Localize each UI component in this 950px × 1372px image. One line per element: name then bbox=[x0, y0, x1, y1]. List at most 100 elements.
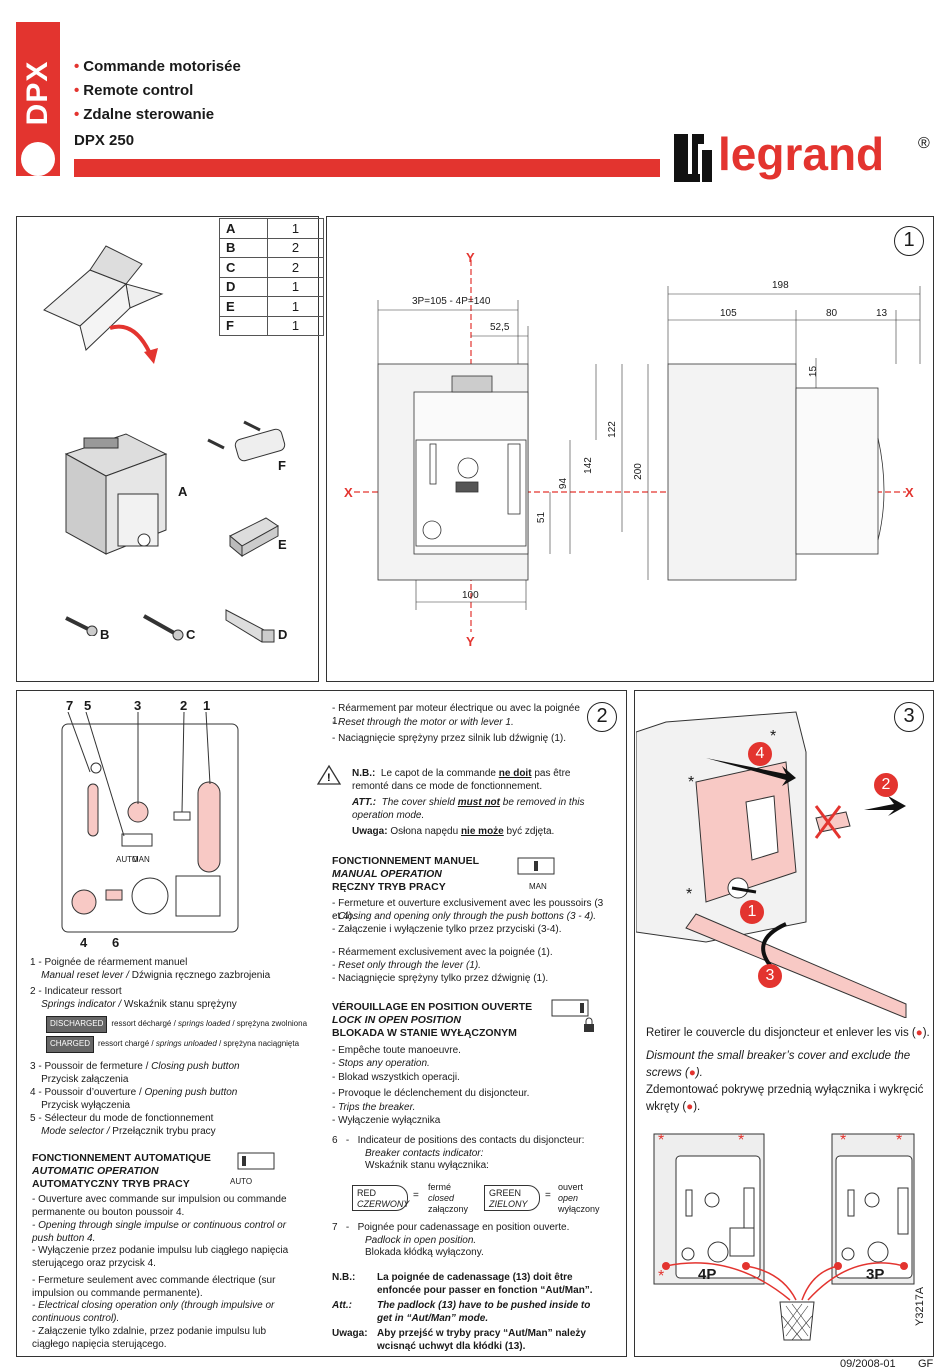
label-f: F bbox=[278, 458, 286, 473]
item-6: 6 - Indicateur de positions des contacts… bbox=[332, 1135, 585, 1171]
legend-4: 4 - Poussoir d’ouverture / Opening push … bbox=[30, 1087, 238, 1111]
title-pl: •Zdalne sterowanie bbox=[74, 106, 215, 123]
dim-3p4p: 3P=105 - 4P=140 bbox=[412, 296, 491, 307]
motor-unit-a bbox=[64, 433, 168, 555]
eq-1: = bbox=[413, 1190, 419, 1201]
svg-text:®: ® bbox=[918, 135, 930, 152]
dim-100: 100 bbox=[462, 590, 479, 601]
cover-removal-illustration bbox=[636, 711, 907, 1018]
manual-icon-label: MAN bbox=[529, 882, 547, 891]
dimensions-drawing bbox=[354, 260, 921, 632]
screw-c bbox=[143, 614, 184, 641]
lock-item-5: - Trips the breaker. bbox=[332, 1102, 416, 1113]
instr-fr: Retirer le couvercle du disjoncteur et e… bbox=[646, 1027, 930, 1039]
star-3p-tr: * bbox=[896, 1132, 903, 1149]
step-1-badge: 1 bbox=[740, 900, 764, 924]
title-en: •Remote control bbox=[74, 82, 194, 99]
auto-icon-label: AUTO bbox=[230, 1177, 253, 1186]
dim-51: 51 bbox=[536, 511, 548, 524]
diagram-num-1: 1 bbox=[203, 698, 211, 713]
auto-item-5: - Electrical closing operation only (thr… bbox=[32, 1300, 275, 1324]
manual-item-6: - Naciągnięcie sprężyny tylko przez dźwi… bbox=[332, 973, 549, 984]
label-a: A bbox=[178, 484, 188, 499]
footer-ref: Y3217A bbox=[914, 1286, 926, 1326]
mode-man-label: MAN bbox=[132, 855, 150, 864]
dim-15: 15 bbox=[808, 365, 820, 378]
legend-3: 3 - Poussoir de fermeture / Closing push… bbox=[30, 1061, 240, 1085]
part-f-illustration bbox=[207, 420, 286, 462]
section-3-number: 3 bbox=[894, 702, 924, 732]
label-e: E bbox=[278, 537, 287, 552]
manual-item-3: - Załączenie i wyłączenie tylko przez pr… bbox=[332, 924, 562, 935]
brand-tab-circle bbox=[21, 142, 55, 176]
dim-13: 13 bbox=[876, 308, 888, 319]
screw-b bbox=[65, 616, 98, 636]
legrand-logo: legrand ® bbox=[674, 128, 930, 182]
section-1-number: 1 bbox=[894, 226, 924, 256]
svg-text:legrand: legrand bbox=[718, 128, 884, 180]
manual-switch-icon bbox=[517, 857, 555, 875]
padlock-handle-d bbox=[225, 609, 275, 643]
star-4p-bl: * bbox=[658, 1268, 665, 1285]
diagram-num-5: 5 bbox=[84, 698, 92, 713]
manual-item-1: - Fermeture et ouverture exclusivement a… bbox=[332, 898, 604, 922]
label-b: B bbox=[100, 627, 110, 642]
dim-122: 122 bbox=[606, 421, 618, 438]
instr-en: Dismount the small breaker’s cover and e… bbox=[646, 1050, 911, 1079]
nb-fr: N.B.: Le capot de la commande ne doit pa… bbox=[352, 768, 571, 792]
auto-item-1: - Ouverture avec commande sur impulsion … bbox=[32, 1194, 287, 1218]
legend-1: 1 - Poignée de réarmement manuel Manual … bbox=[30, 957, 271, 981]
manual-item-5: - Reset only through the lever (1). bbox=[332, 960, 481, 971]
dim-52-5: 52,5 bbox=[490, 322, 510, 333]
label-4p: 4P bbox=[698, 1266, 717, 1283]
auto-switch-icon bbox=[237, 1152, 275, 1170]
label-c: C bbox=[186, 627, 196, 642]
axis-y-top: Y bbox=[466, 250, 475, 265]
title-fr: •Commande motorisée bbox=[74, 58, 241, 75]
legend-5: 5 - Sélecteur du mode de fonctionnement … bbox=[30, 1113, 216, 1137]
lock-item-1: - Empêche toute manoeuvre. bbox=[332, 1045, 461, 1056]
dim-80: 80 bbox=[826, 308, 838, 319]
diagram-num-4: 4 bbox=[80, 935, 88, 950]
star-3: * bbox=[686, 886, 693, 903]
brand-tab: DPX bbox=[16, 22, 60, 176]
legend-2: 2 - Indicateur ressort Springs indicator… bbox=[30, 986, 237, 1010]
nb-pl: Uwaga: Osłona napędu nie może być zdjęta… bbox=[352, 826, 555, 837]
diagram-num-2: 2 bbox=[180, 698, 188, 713]
axis-y-bottom: Y bbox=[466, 634, 475, 649]
final-nb: N.B.:La poignée de cadenassage (13) doit… bbox=[332, 1272, 593, 1296]
lock-item-2: - Stops any operation. bbox=[332, 1058, 430, 1069]
diagram-num-3: 3 bbox=[134, 698, 142, 713]
lock-item-3: - Blokad wszystkich operacji. bbox=[332, 1072, 460, 1083]
diagram-num-6: 6 bbox=[112, 935, 120, 950]
lock-switch-icon bbox=[551, 999, 594, 1032]
item-7: 7 - Poignée pour cadenassage en position… bbox=[332, 1222, 570, 1258]
front-panel-diagram bbox=[61, 712, 239, 933]
final-att: Att.:The padlock (13) have to be pushed … bbox=[332, 1300, 591, 1324]
box-illustration bbox=[43, 245, 164, 364]
star-4p-tr: * bbox=[738, 1132, 745, 1149]
section-2-number: 2 bbox=[587, 702, 617, 732]
reset-item-1: - Réarmement par moteur électrique ou av… bbox=[332, 703, 580, 727]
label-d: D bbox=[278, 627, 288, 642]
dim-105: 105 bbox=[720, 308, 737, 319]
connector-e bbox=[229, 517, 279, 558]
star-4p-tl: * bbox=[658, 1132, 665, 1149]
eq-2: = bbox=[545, 1190, 551, 1201]
svg-text:!: ! bbox=[327, 772, 331, 784]
footer-date: 09/2008-01 bbox=[840, 1358, 896, 1370]
